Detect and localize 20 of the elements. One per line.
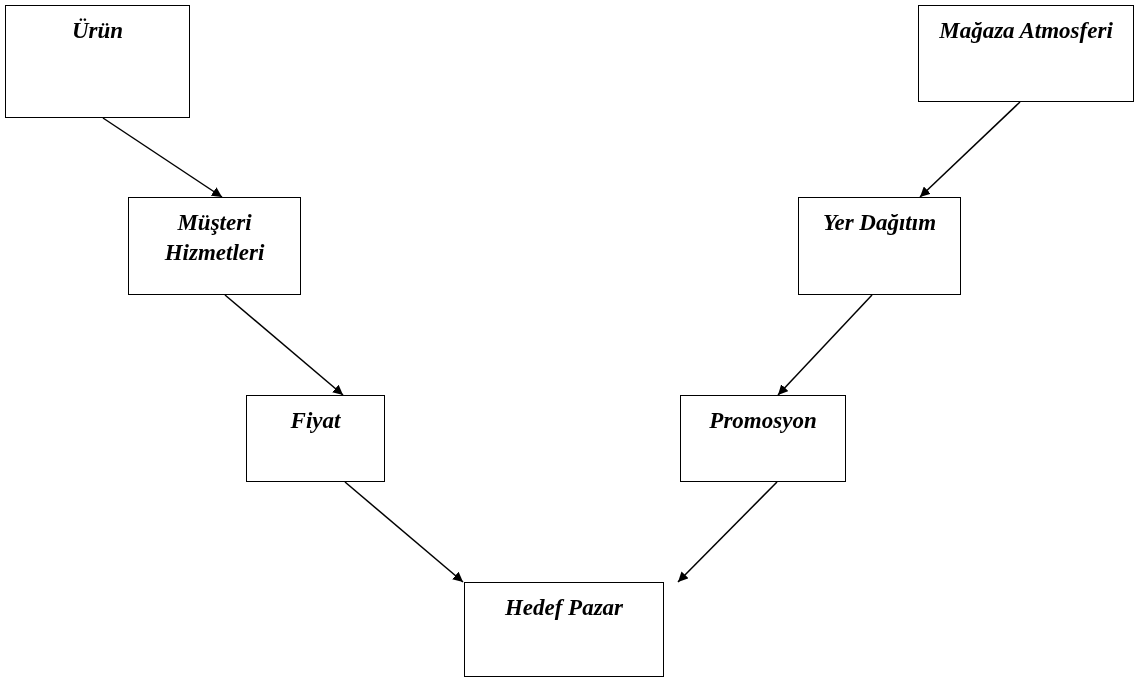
box-label: Ürün [71,17,124,45]
arrow [102,117,223,198]
arrow [344,481,464,583]
arrow [919,101,1021,198]
process-box [680,395,846,482]
box-label: Fiyat [290,407,341,435]
box-label: Yer Dağıtım [822,209,937,237]
process-box [5,5,190,118]
process-box [798,197,961,295]
process-box [464,582,664,677]
box-label: Müşteri Hizmetleri [163,209,266,267]
process-box [246,395,385,482]
box-label: Mağaza Atmosferi [939,17,1113,45]
box-label: Promosyon [709,407,817,435]
arrow [777,294,873,396]
box-label: Hedef Pazar [504,594,624,622]
arrow [677,481,778,583]
process-box [918,5,1134,102]
process-box [128,197,301,295]
arrow [224,294,344,396]
